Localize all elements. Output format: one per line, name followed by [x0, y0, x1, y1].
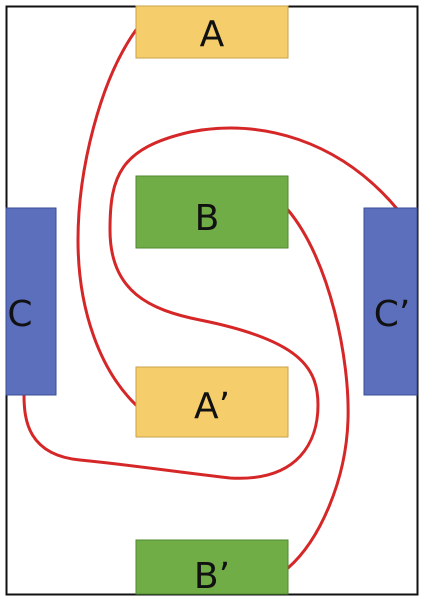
route-a-to-a-prime [76, 28, 138, 407]
route-c-to-c-prime [22, 126, 400, 480]
node-c-label: C [7, 294, 32, 335]
node-c-prime-label: C’ [374, 294, 411, 335]
node-c-prime-box [363, 207, 418, 396]
node-a-box [135, 5, 289, 59]
node-c: C [5, 207, 57, 396]
node-b-prime: B’ [135, 539, 289, 597]
node-b-prime-label: B’ [194, 556, 230, 597]
node-b-label: B [195, 198, 220, 239]
node-a-prime-box [135, 366, 289, 438]
node-a-prime-label: A’ [194, 386, 230, 427]
route-b-to-b-prime [286, 208, 350, 570]
node-c-prime: C’ [363, 207, 418, 396]
node-b: B [135, 175, 289, 249]
node-a-prime: A’ [135, 366, 289, 438]
node-c-box [5, 207, 57, 396]
node-b-prime-box [135, 539, 289, 595]
diagram-frame [5, 5, 419, 596]
node-a: A [135, 5, 289, 59]
node-b-box [135, 175, 289, 249]
node-a-label: A [200, 14, 225, 55]
